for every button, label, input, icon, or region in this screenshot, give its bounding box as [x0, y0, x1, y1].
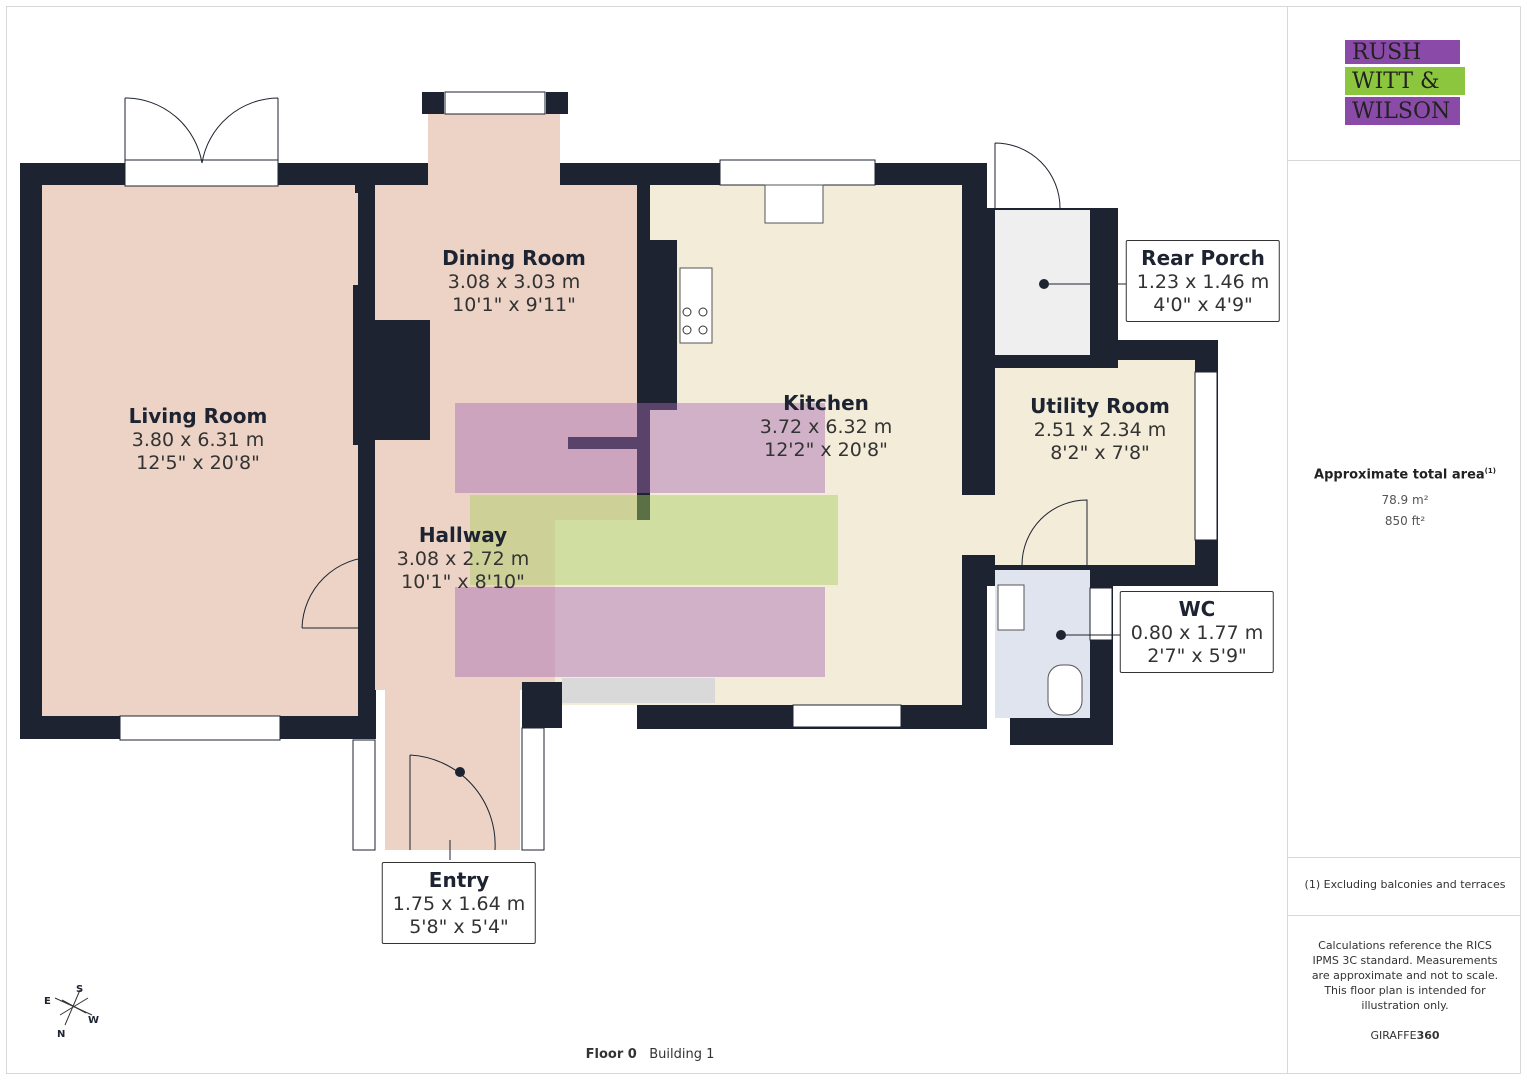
room-name: Dining Room	[442, 246, 586, 270]
wall	[353, 285, 375, 445]
room-name: Rear Porch	[1141, 246, 1265, 270]
room-imperial: 12'2" x 20'8"	[764, 439, 888, 461]
footnote: (1) Excluding balconies and terraces	[1304, 878, 1506, 891]
utility-opening	[962, 495, 997, 555]
page-frame	[6, 6, 1521, 1074]
windows	[119, 91, 1218, 851]
basin	[997, 584, 1025, 631]
wall	[422, 92, 444, 114]
watermark-box	[455, 403, 825, 493]
room-name: Living Room	[128, 404, 268, 428]
wc-door	[1021, 499, 1088, 566]
wall	[546, 92, 568, 114]
logo-text: WILSON	[1352, 99, 1451, 124]
watermark-box	[470, 495, 838, 585]
room-metric: 1.75 x 1.64 m	[392, 893, 526, 915]
rear-door	[994, 142, 1061, 209]
room-metric: 0.80 x 1.77 m	[1130, 622, 1264, 644]
room-imperial: 8'2" x 7'8"	[1050, 442, 1150, 464]
watermark-box	[455, 587, 825, 677]
compass-s: S	[76, 984, 84, 995]
area-title: Approximate total area(1)	[1290, 467, 1520, 482]
room-metric: 3.08 x 2.72 m	[396, 548, 530, 570]
room-metric: 1.23 x 1.46 m	[1136, 271, 1270, 293]
room-name: Utility Room	[1030, 394, 1170, 418]
building-label: Building 1	[649, 1047, 715, 1062]
room-imperial: 10'1" x 8'10"	[401, 571, 525, 593]
brand-giraffe360: GIRAFFE360	[1290, 1029, 1520, 1042]
compass-w: W	[88, 1015, 100, 1026]
kitchen-floor	[555, 520, 725, 702]
area-imperial: 850 ft²	[1384, 514, 1426, 528]
stairs	[562, 678, 715, 703]
floor-label: Floor 0	[585, 1047, 637, 1062]
logo	[1345, 67, 1465, 95]
wall	[568, 437, 638, 449]
divider	[1287, 857, 1521, 858]
room-imperial: 4'0" x 4'9"	[1153, 294, 1253, 316]
room-name: WC	[1178, 597, 1216, 621]
door	[301, 556, 376, 629]
french-doors	[124, 97, 279, 164]
room-imperial: 2'7" x 5'9"	[1147, 645, 1247, 667]
entry-floor	[385, 690, 520, 850]
logo	[1345, 97, 1460, 125]
bay-window	[428, 112, 560, 187]
divider	[1287, 915, 1521, 916]
room-imperial: 12'5" x 20'8"	[136, 452, 260, 474]
utility-floor	[995, 360, 1195, 565]
room-imperial: 5'8" x 5'4"	[409, 916, 509, 938]
info-panel	[1287, 6, 1522, 1074]
room-name: Entry	[428, 868, 490, 892]
chimney	[375, 320, 430, 440]
toilet	[1047, 664, 1083, 716]
floor-caption: Floor 0 Building 1	[560, 1047, 740, 1062]
room-name: Hallway	[418, 523, 508, 547]
area-metric: 78.9 m²	[1381, 493, 1429, 507]
wall	[637, 240, 677, 410]
compass-e: E	[44, 996, 51, 1007]
front-door	[409, 754, 496, 851]
logo	[1345, 40, 1460, 64]
brand-text: 360	[1416, 1029, 1440, 1042]
hob	[679, 267, 713, 344]
footnote-mark: (1)	[1484, 467, 1496, 475]
room-metric: 2.51 x 2.34 m	[1033, 419, 1167, 441]
room-metric: 3.08 x 3.03 m	[447, 271, 581, 293]
sink	[764, 184, 824, 224]
compass-icon	[54, 989, 93, 1026]
room-metric: 3.80 x 6.31 m	[131, 429, 265, 451]
logo-text: WITT &	[1352, 69, 1440, 94]
room-imperial: 10'1" x 9'11"	[452, 294, 576, 316]
wall	[522, 682, 562, 728]
disclaimer: Calculations reference the RICS IPMS 3C …	[1311, 939, 1499, 1012]
divider	[1287, 160, 1521, 161]
pointer-dot	[455, 767, 465, 777]
room-metric: 3.72 x 6.32 m	[759, 416, 893, 438]
room-name: Kitchen	[783, 391, 869, 415]
logo-text: RUSH	[1352, 40, 1422, 65]
area-title-text: Approximate total area	[1314, 467, 1485, 483]
brand-text: GIRAFFE	[1370, 1029, 1417, 1042]
compass-n: N	[57, 1029, 66, 1040]
